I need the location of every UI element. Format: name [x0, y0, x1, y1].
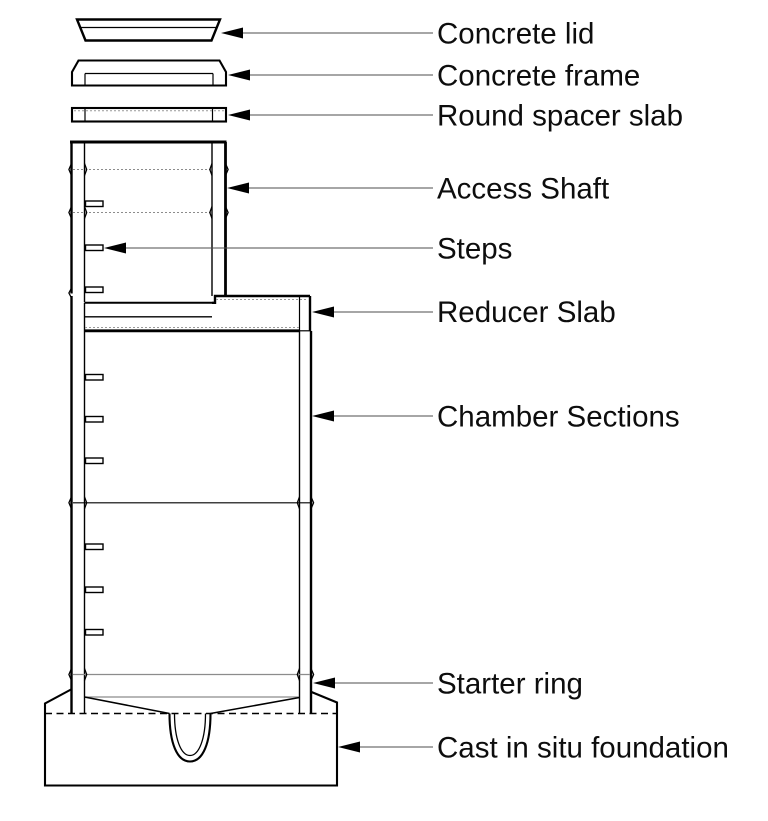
labels: Concrete lid Concrete frame Round spacer… [437, 18, 729, 765]
arrowhead-round-spacer-slab [228, 109, 250, 121]
round-spacer-slab-shape [70, 106, 228, 123]
step-rung [84, 543, 104, 551]
label-reducer-slab: Reducer Slab [437, 296, 616, 329]
lid-outline [75, 18, 222, 42]
reducer-slab-shape [70, 294, 312, 331]
step-rung [84, 244, 104, 252]
foundation-outline [43, 688, 339, 787]
label-steps: Steps [437, 233, 512, 266]
step-rung [84, 200, 104, 208]
channel-inner-arc [173, 713, 207, 757]
shaft-joint-notches [68, 163, 229, 299]
step-rung [84, 415, 104, 423]
arrowhead-cast-in-situ [338, 741, 360, 753]
label-access-shaft: Access Shaft [437, 173, 609, 206]
step-rung [84, 286, 104, 294]
label-round-spacer-slab: Round spacer slab [437, 100, 683, 133]
access-shaft-shape [68, 140, 229, 304]
spacer-outline [70, 106, 228, 123]
arrowhead-starter-ring [313, 677, 335, 689]
step-rung [84, 586, 104, 594]
label-concrete-frame: Concrete frame [437, 60, 640, 93]
label-concrete-lid: Concrete lid [437, 18, 594, 51]
step-rung [84, 628, 104, 636]
chamber-joint-notches [68, 496, 315, 510]
arrowhead-reducer-slab [312, 306, 334, 318]
label-cast-in-situ: Cast in situ foundation [437, 732, 729, 765]
arrowhead-concrete-lid [221, 27, 243, 39]
chamber-sections-shape [68, 329, 315, 713]
arrowhead-access-shaft [227, 182, 249, 194]
leader-arrows [122, 32, 433, 748]
starter-joint-notches [68, 668, 315, 681]
benching-slope-left [84, 696, 170, 715]
channel-outer-arc [168, 713, 212, 763]
concrete-lid-shape [75, 18, 222, 42]
starter-ring-shape [68, 668, 315, 698]
concrete-frame-shape [70, 59, 228, 87]
arrowhead-chamber-sections [312, 410, 334, 422]
arrowhead-concrete-frame [228, 69, 250, 81]
reducer-top-edge [212, 294, 310, 304]
label-starter-ring: Starter ring [437, 668, 583, 701]
step-rung [84, 457, 104, 465]
step-rung [84, 373, 104, 381]
label-chamber-sections: Chamber Sections [437, 401, 680, 434]
arrowhead-steps [104, 242, 126, 254]
arrowheads [104, 27, 360, 753]
benching-slope-right [210, 696, 300, 715]
foundation-shape [43, 688, 339, 787]
